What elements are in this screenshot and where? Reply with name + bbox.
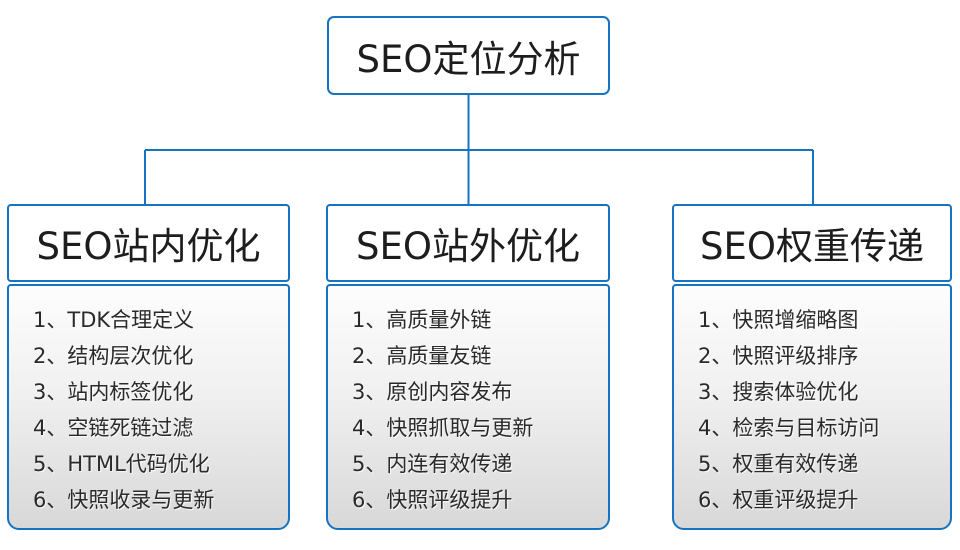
list-item: 2、高质量友链 bbox=[352, 344, 492, 368]
column-header: SEO权重传递 bbox=[672, 204, 952, 282]
list-item: 5、权重有效传递 bbox=[698, 452, 859, 476]
column-header-label: SEO站内优化 bbox=[36, 225, 261, 268]
root-node-label: SEO定位分析 bbox=[356, 37, 581, 81]
list-item: 6、快照评级提升 bbox=[352, 488, 513, 512]
list-item: 4、检索与目标访问 bbox=[698, 416, 880, 440]
list-item: 1、快照增缩略图 bbox=[698, 308, 859, 332]
list-item: 3、站内标签优化 bbox=[33, 380, 194, 404]
column-header-label: SEO站外优化 bbox=[356, 225, 580, 268]
list-item: 5、内连有效传递 bbox=[352, 452, 513, 476]
list-item: 1、高质量外链 bbox=[352, 308, 492, 332]
list-item: 2、结构层次优化 bbox=[33, 344, 194, 368]
list-item: 4、快照抓取与更新 bbox=[352, 416, 534, 440]
list-item: 1、TDK合理定义 bbox=[33, 308, 195, 332]
list-item: 6、权重评级提升 bbox=[698, 488, 859, 512]
column-list: 1、高质量外链 2、高质量友链 3、原创内容发布 4、快照抓取与更新 5、内连有… bbox=[326, 284, 610, 530]
list-item: 5、HTML代码优化 bbox=[33, 452, 210, 476]
column-list: 1、快照增缩略图 2、快照评级排序 3、搜索体验优化 4、检索与目标访问 5、权… bbox=[672, 284, 952, 530]
list-item: 3、搜索体验优化 bbox=[698, 380, 859, 404]
column-header: SEO站外优化 bbox=[326, 204, 610, 282]
column-header-label: SEO权重传递 bbox=[700, 225, 924, 268]
column-header: SEO站内优化 bbox=[7, 204, 290, 282]
list-item: 3、原创内容发布 bbox=[352, 380, 513, 404]
list-item: 4、空链死链过滤 bbox=[33, 416, 194, 440]
root-node: SEO定位分析 bbox=[327, 16, 610, 95]
list-item: 2、快照评级排序 bbox=[698, 344, 859, 368]
list-item: 6、快照收录与更新 bbox=[33, 488, 215, 512]
column-list: 1、TDK合理定义 2、结构层次优化 3、站内标签优化 4、空链死链过滤 5、H… bbox=[7, 284, 290, 530]
